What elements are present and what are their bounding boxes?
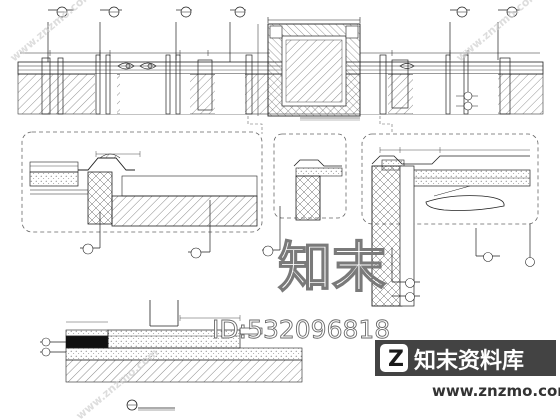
brand-logo-icon: Z — [380, 344, 408, 372]
watermark-big-text: 知末 — [278, 236, 386, 299]
watermark-url-diagonal-left: www.znzmo.com — [8, 0, 96, 64]
watermark-url-text: www.znzmo.com — [432, 382, 560, 400]
detail-box-right — [361, 133, 539, 307]
watermark-id-text: ID:532096818 — [212, 315, 390, 344]
brand-logo-letter: Z — [388, 347, 404, 372]
detail-box-left — [21, 131, 263, 259]
watermark-brand-text: 知末资料库 — [414, 348, 524, 374]
bottom-floor-section — [40, 300, 303, 411]
detail-box-middle — [262, 133, 347, 257]
top-plan-section — [17, 6, 544, 134]
